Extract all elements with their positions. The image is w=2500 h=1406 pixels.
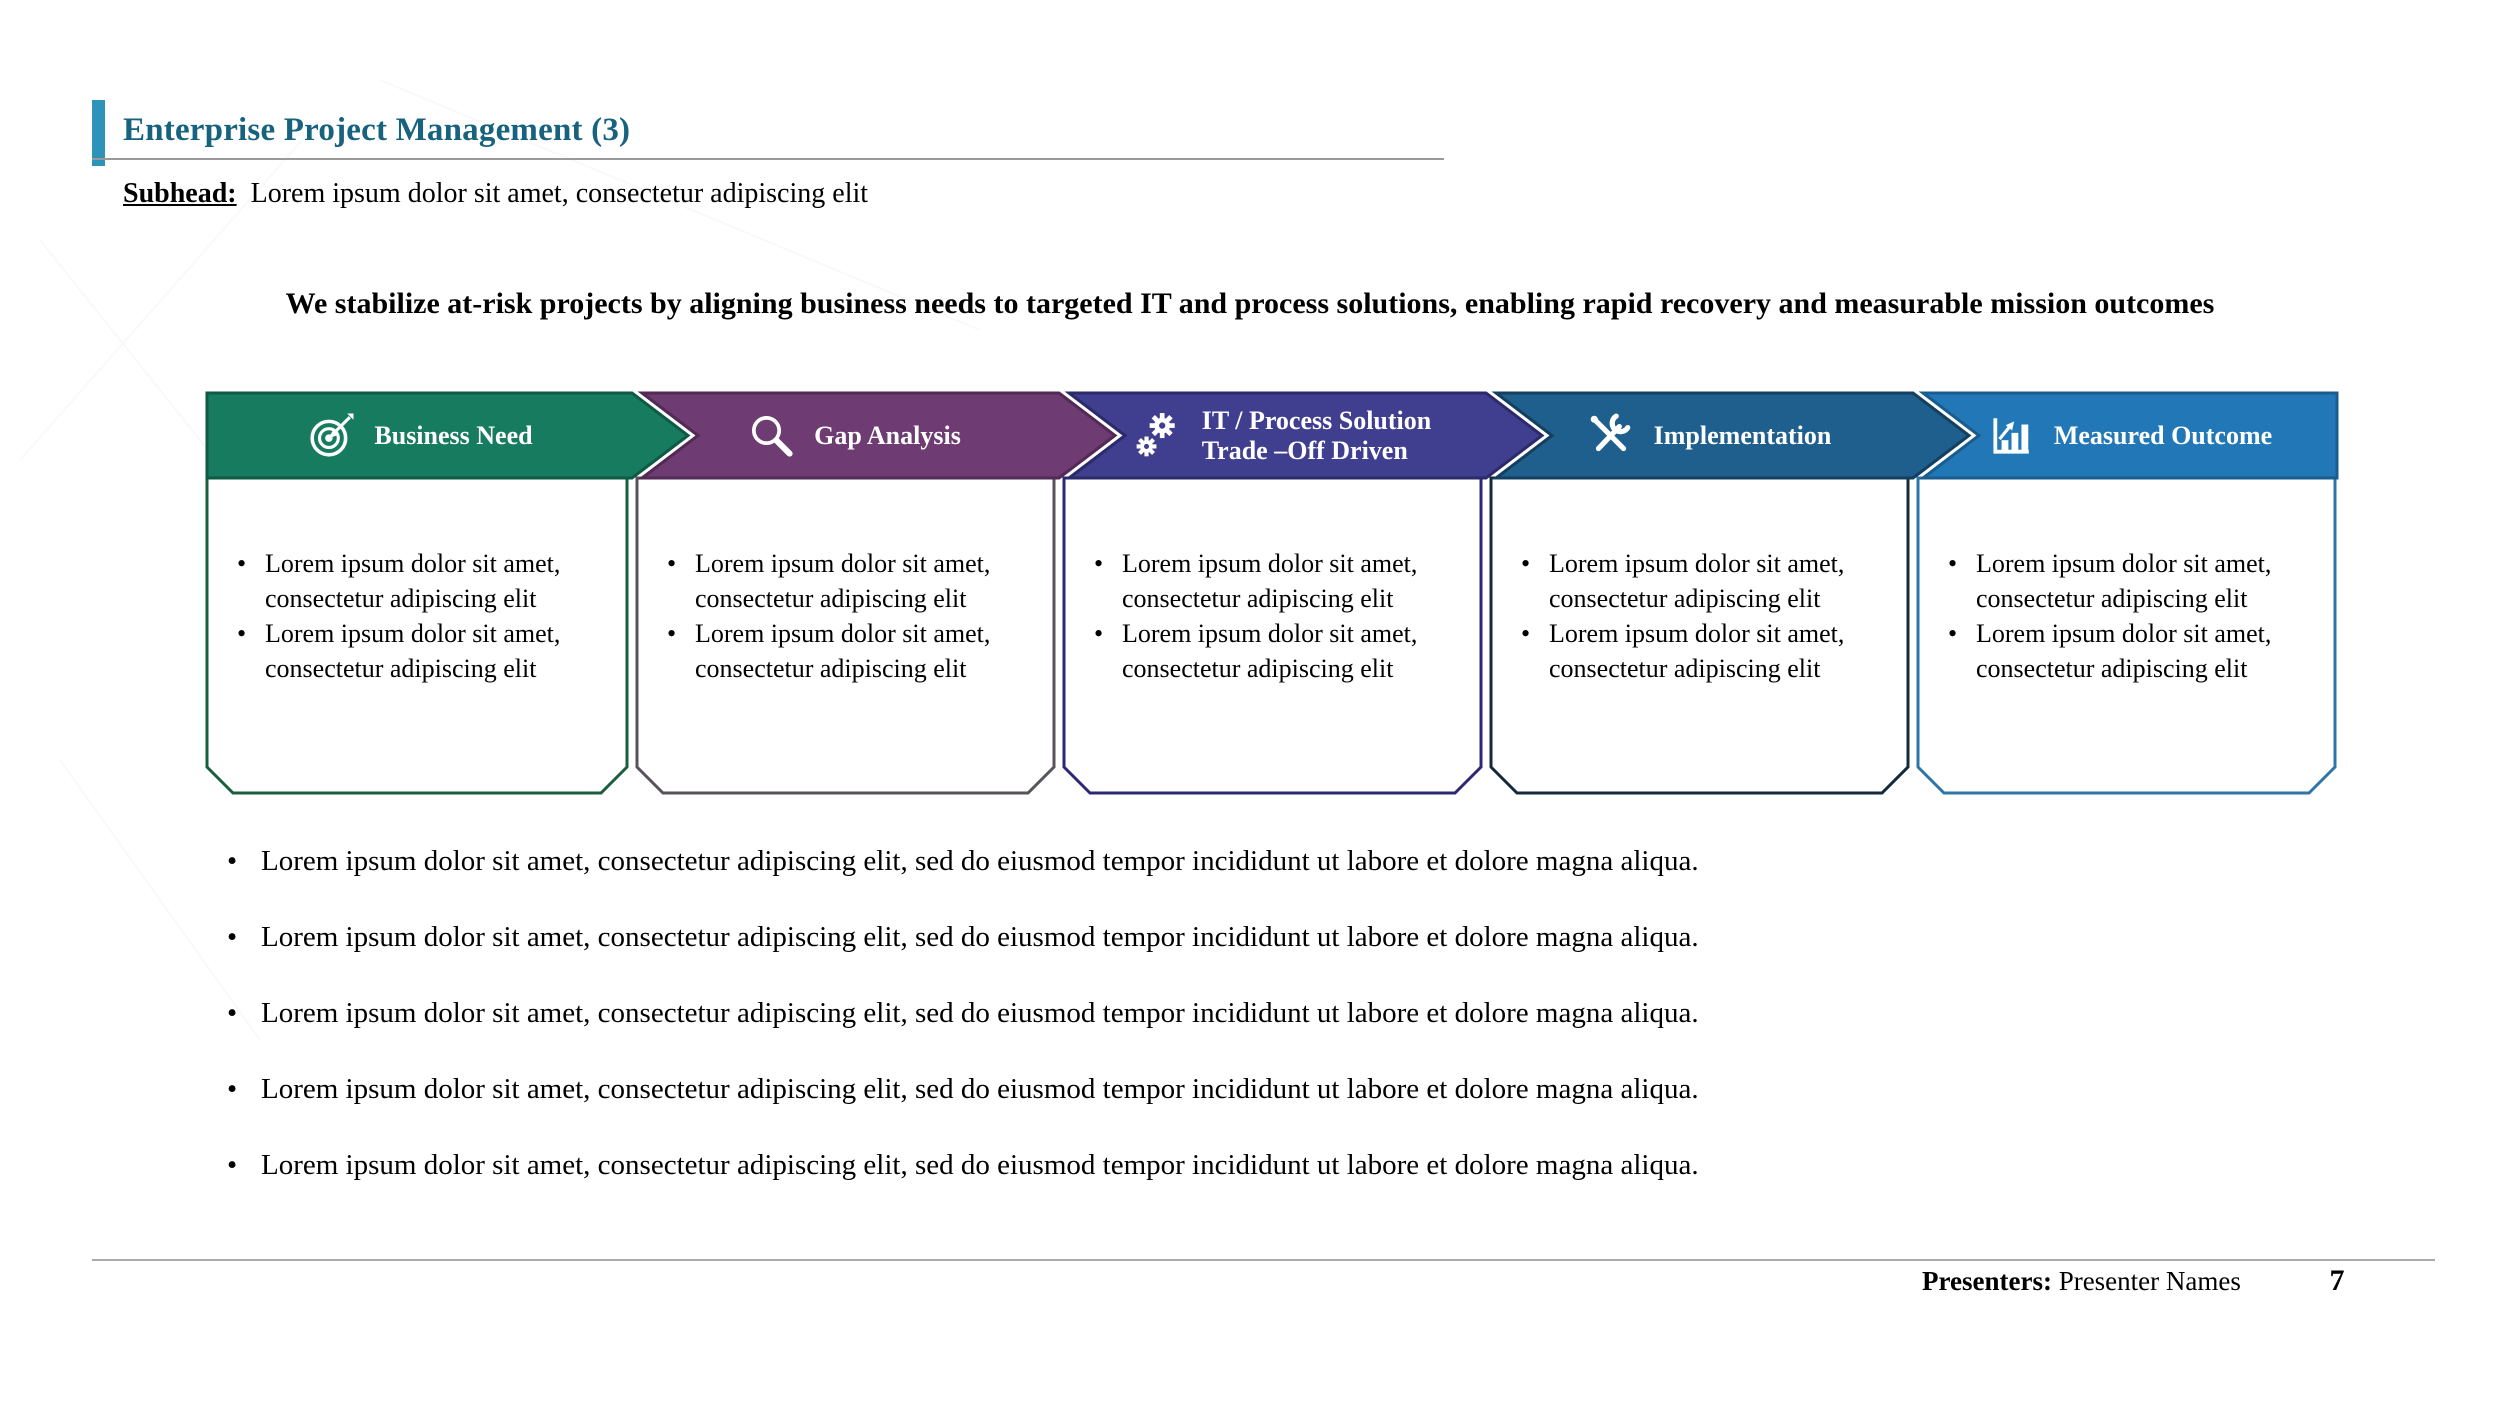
gears-icon [1136,412,1175,456]
presenters-label: Presenters: [1922,1266,2052,1296]
column-bullet: Lorem ipsum dolor sit amet, consectetur … [1944,546,2309,616]
column-bullet: Lorem ipsum dolor sit amet, consectetur … [663,616,1028,686]
step-label: IT / Process Solution [1201,405,1432,435]
step-label: Measured Outcome [2053,420,2273,450]
column-bullet: Lorem ipsum dolor sit amet, consectetur … [1944,616,2309,686]
title-divider [92,158,1444,160]
column-bullet: Lorem ipsum dolor sit amet, consectetur … [233,616,601,686]
title-accent-bar [92,100,105,166]
magnifier-icon [752,415,793,457]
column-bullet: Lorem ipsum dolor sit amet, consectetur … [1517,616,1882,686]
mission-statement: We stabilize at-risk projects by alignin… [285,287,2215,320]
subhead-label: Subhead: [123,178,237,209]
step-label-line2: Trade –Off Driven [1201,435,1408,465]
chevron-business-need [205,391,691,480]
chevron-it-process-solution [1064,391,1545,480]
column-bullets-it-process-solution: Lorem ipsum dolor sit amet, consectetur … [1064,546,1481,791]
note-item: Lorem ipsum dolor sit amet, consectetur … [227,997,2127,1030]
page-number: 7 [2329,1264,2345,1297]
tools-icon [1590,413,1630,451]
bar-chart-arrow-icon [1993,417,2029,454]
subhead-text: Lorem ipsum dolor sit amet, consectetur … [250,178,869,209]
chevron-measured-outcome [1918,391,2339,480]
note-item: Lorem ipsum dolor sit amet, consectetur … [227,845,2127,878]
column-bullet: Lorem ipsum dolor sit amet, consectetur … [663,546,1028,616]
footer-divider [92,1259,2435,1261]
column-bullets-implementation: Lorem ipsum dolor sit amet, consectetur … [1491,546,1908,791]
note-item: Lorem ipsum dolor sit amet, consectetur … [227,921,2127,954]
step-label: Business Need [374,420,533,450]
note-item: Lorem ipsum dolor sit amet, consectetur … [227,1073,2127,1106]
step-header-implementation: Implementation [1496,391,1923,480]
column-bullets-business-need: Lorem ipsum dolor sit amet, consectetur … [207,546,627,791]
note-item: Lorem ipsum dolor sit amet, consectetur … [227,1149,2127,1182]
step-header-measured-outcome: Measured Outcome [1923,391,2337,480]
presenters-value: Presenter Names [2058,1266,2241,1296]
target-arrow-icon [310,413,354,457]
notes-list: Lorem ipsum dolor sit amet, consectetur … [227,845,2127,1225]
column-bullet: Lorem ipsum dolor sit amet, consectetur … [1090,616,1455,686]
subhead: Subhead: Lorem ipsum dolor sit amet, cons… [123,178,868,210]
page-title: Enterprise Project Management (3) [123,112,631,148]
step-header-business-need: Business Need [207,391,634,480]
step-header-gap-analysis: Gap Analysis [642,391,1069,480]
column-bullet: Lorem ipsum dolor sit amet, consectetur … [1090,546,1455,616]
column-bullet: Lorem ipsum dolor sit amet, consectetur … [233,546,601,616]
column-bullet: Lorem ipsum dolor sit amet, consectetur … [1517,546,1882,616]
process-diagram: Business Need Gap Analysis [205,391,2339,797]
column-bullets-measured-outcome: Lorem ipsum dolor sit amet, consectetur … [1918,546,2335,791]
column-bullets-gap-analysis: Lorem ipsum dolor sit amet, consectetur … [637,546,1054,791]
chevron-gap-analysis [637,391,1118,480]
footer-presenters: Presenters: Presenter Names [1922,1266,2241,1297]
step-label: Implementation [1653,420,1832,450]
step-label: Gap Analysis [814,420,961,450]
step-header-it-process-solution: IT / Process Solution Trade –Off Driven [1069,391,1496,480]
